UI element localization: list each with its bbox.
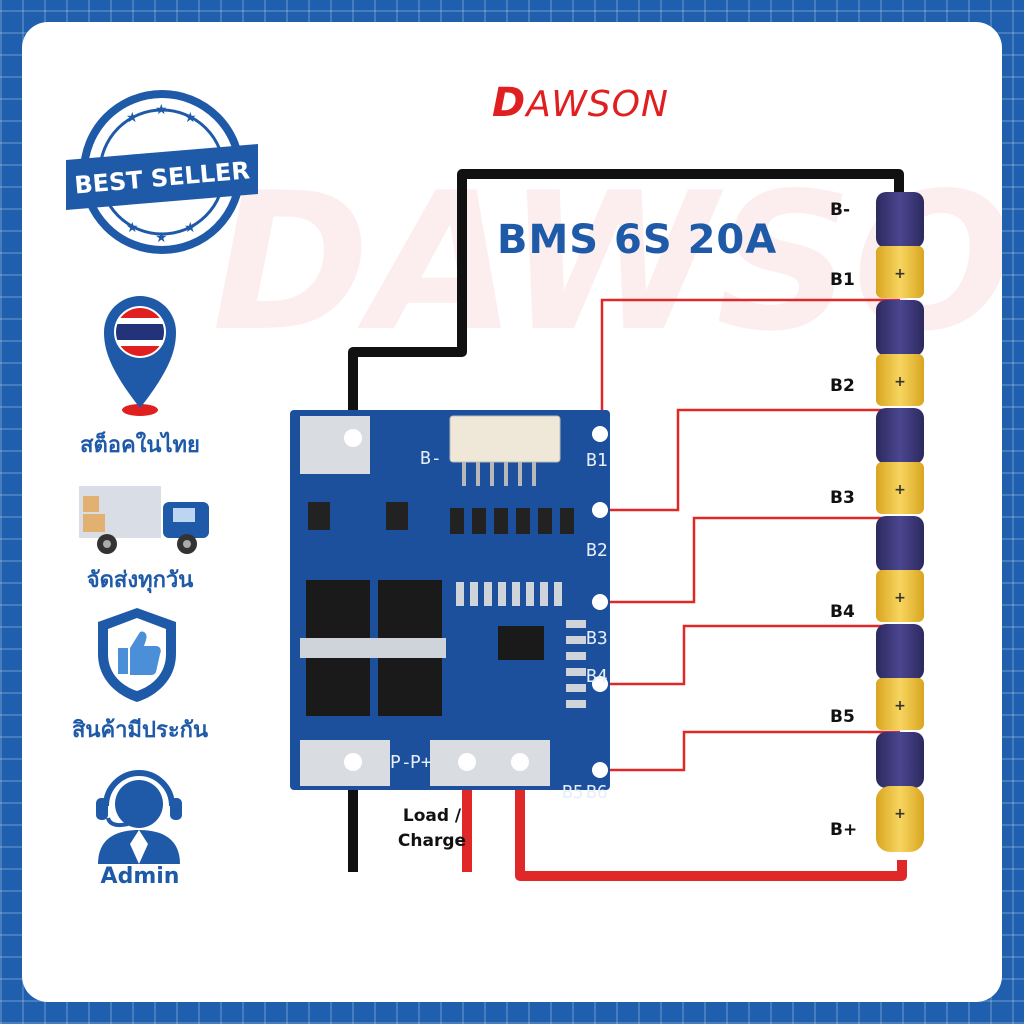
svg-text:★: ★ xyxy=(126,220,139,236)
feature-label-warranty: สินค้ามีประกัน xyxy=(72,718,208,743)
wire-b2 xyxy=(602,408,900,512)
pcb-label-pminus: P- xyxy=(390,752,412,773)
wire-bminus xyxy=(348,169,904,434)
wire-bplus xyxy=(515,762,907,881)
wire-b3 xyxy=(602,516,900,604)
wiring-diagram xyxy=(348,169,907,881)
svg-text:★: ★ xyxy=(184,110,197,126)
admin-headset-icon xyxy=(84,764,194,864)
load-label-line2: Charge xyxy=(397,831,467,851)
battery-stack: + + + + + + xyxy=(872,190,928,860)
feature-label-stock: สต็อคในไทย xyxy=(80,433,200,458)
svg-text:★: ★ xyxy=(155,230,168,246)
bms-pcb-board: B- P- P+ B1 B2 B3 B4 B5 B6 xyxy=(290,410,610,803)
feature-label-admin: Admin xyxy=(100,864,180,889)
thumbs-up-shield-icon xyxy=(92,604,182,704)
svg-text:+: + xyxy=(894,482,906,498)
svg-text:+: + xyxy=(894,698,906,714)
pcb-label-b5: B5 xyxy=(562,782,584,803)
svg-text:+: + xyxy=(894,590,906,606)
terminal-label-b5: B5 xyxy=(830,707,855,727)
feature-label-delivery: จัดส่งทุกวัน xyxy=(86,568,194,593)
brand-initial: D xyxy=(492,80,527,126)
svg-text:+: + xyxy=(894,374,906,390)
terminal-label-b2: B2 xyxy=(830,376,855,396)
svg-text:★: ★ xyxy=(126,110,139,126)
delivery-truck-icon xyxy=(77,480,217,560)
wire-b5 xyxy=(602,730,900,772)
terminal-label-b3: B3 xyxy=(830,488,855,508)
svg-text:★: ★ xyxy=(184,220,197,236)
pcb-label-b2: B2 xyxy=(586,540,608,561)
svg-text:+: + xyxy=(894,266,906,282)
terminal-label-bplus: B+ xyxy=(830,820,858,840)
svg-text:★: ★ xyxy=(155,102,168,118)
load-charge-label: Load / Charge xyxy=(372,804,492,854)
brand-watermark: DAWSON xyxy=(212,152,1002,373)
pcb-label-b4: B4 xyxy=(586,666,608,687)
pcb-label-b6: B6 xyxy=(586,782,608,803)
terminal-label-b4: B4 xyxy=(830,602,855,622)
brand-rest: AWSON xyxy=(526,84,669,125)
wire-b1 xyxy=(600,298,900,434)
brand-logo: DAWSON xyxy=(492,80,669,126)
terminal-label-b1: B1 xyxy=(830,270,855,290)
product-card: DAWSON DAWSON ★★★ ★★★ BEST SELLER BMS 6S… xyxy=(22,22,1002,1002)
svg-text:+: + xyxy=(894,806,906,822)
pcb-label-b1: B1 xyxy=(586,450,608,471)
best-seller-badge: ★★★ ★★★ BEST SELLER xyxy=(62,82,262,262)
thai-location-pin-icon xyxy=(100,290,180,420)
product-title: BMS 6S 20A xyxy=(497,217,778,263)
terminal-label-bminus: B- xyxy=(830,200,851,220)
pcb-label-pplus: P+ xyxy=(410,752,432,773)
pcb-label-b3: B3 xyxy=(586,628,608,649)
pcb-label-bminus: B- xyxy=(420,448,442,469)
load-label-line1: Load / xyxy=(402,806,462,826)
wire-b4 xyxy=(602,624,900,686)
